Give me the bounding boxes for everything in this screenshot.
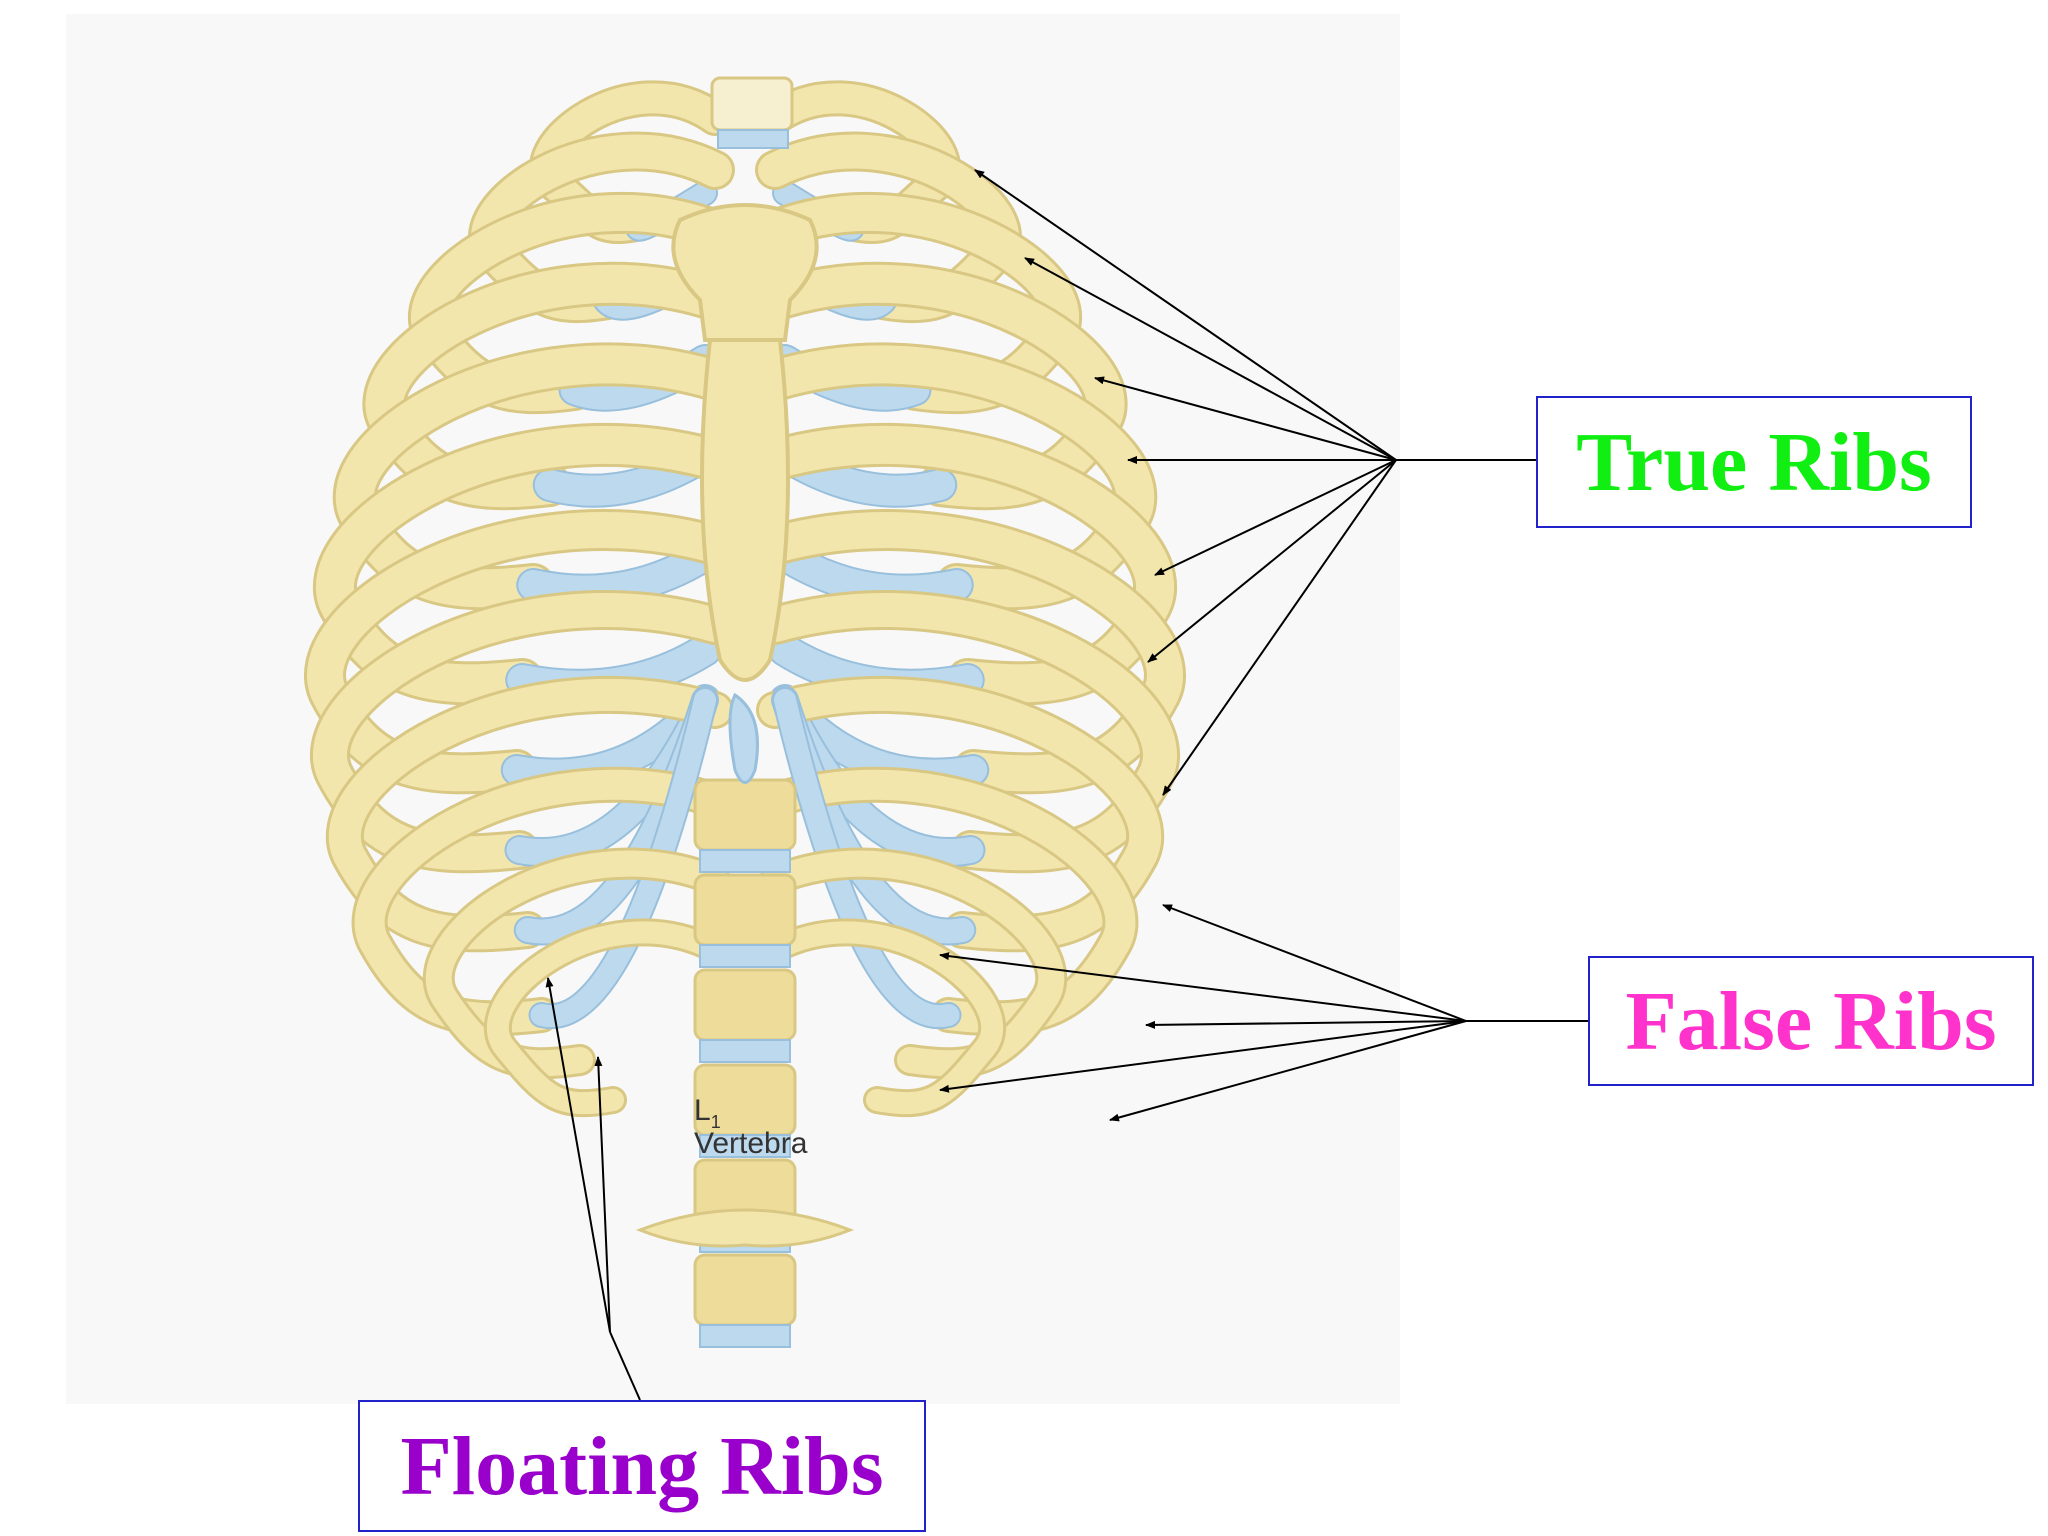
upper-disc xyxy=(717,129,789,149)
spine-group xyxy=(635,76,855,1348)
false-ribs-label: False Ribs xyxy=(1588,956,2034,1086)
true-ribs-leader-arrow xyxy=(1154,459,1397,576)
true-ribs-leader-arrow xyxy=(1147,459,1397,663)
true-ribs-leader-arrow xyxy=(1094,376,1397,461)
rib xyxy=(307,512,733,792)
leader-lines-group xyxy=(545,169,1588,1401)
false-ribs-leader-arrow xyxy=(939,1020,1467,1093)
false-ribs-leader-arrow xyxy=(1109,1020,1467,1122)
intervertebral-disc xyxy=(699,1039,791,1063)
rib xyxy=(764,921,1003,1115)
vertebra-letter: L xyxy=(694,1094,711,1127)
lumbar-process xyxy=(635,1208,855,1248)
vertebral-body xyxy=(693,968,797,1042)
vertebral-body xyxy=(693,778,797,852)
intervertebral-disc xyxy=(699,1134,791,1158)
intervertebral-disc xyxy=(699,1324,791,1348)
true-ribs-label: True Ribs xyxy=(1536,396,1972,528)
rib xyxy=(757,512,1183,792)
rib xyxy=(487,921,726,1115)
vertebral-body xyxy=(693,1253,797,1327)
false-ribs-leader-arrow xyxy=(939,952,1467,1022)
true-ribs-leader-arrow xyxy=(974,169,1397,461)
floating-ribs-text: Floating Ribs xyxy=(400,1419,884,1513)
true-ribs-leader-arrow xyxy=(1024,257,1397,461)
rib xyxy=(756,345,1155,608)
rib xyxy=(425,850,728,1077)
sternum-body xyxy=(700,338,790,682)
floating-ribs-leader-stem xyxy=(609,1331,641,1401)
vertebra-number: 1 xyxy=(710,1112,721,1132)
vertebral-body xyxy=(693,873,797,947)
intervertebral-disc xyxy=(699,944,791,968)
true-ribs-text: True Ribs xyxy=(1576,415,1932,509)
l1-vertebra-label: L1 Vertebra xyxy=(694,1096,807,1159)
true-ribs-leader-arrow xyxy=(1162,459,1397,796)
rib xyxy=(756,425,1175,703)
floating-ribs-label: Floating Ribs xyxy=(358,1400,926,1532)
xiphoid-process xyxy=(728,692,759,784)
rib xyxy=(759,678,1162,950)
vertebra-word: Vertebra xyxy=(694,1127,808,1160)
rib xyxy=(315,425,734,703)
sternum-group xyxy=(671,203,819,784)
intervertebral-disc xyxy=(699,849,791,873)
upper-vertebra xyxy=(710,76,794,132)
manubrium xyxy=(671,203,819,342)
floating-ribs-leader-arrow xyxy=(594,1056,611,1333)
costal-cartilage xyxy=(518,540,720,606)
floating-ribs-leader-arrow xyxy=(545,977,611,1333)
costal-cartilage xyxy=(770,540,972,606)
rib xyxy=(335,345,734,608)
false-ribs-leader-arrow xyxy=(1162,904,1467,1022)
false-ribs-text: False Ribs xyxy=(1625,974,1997,1068)
ribs-group xyxy=(304,80,1186,1118)
false-ribs-leader-arrow xyxy=(1145,1020,1467,1029)
rib xyxy=(328,678,731,950)
